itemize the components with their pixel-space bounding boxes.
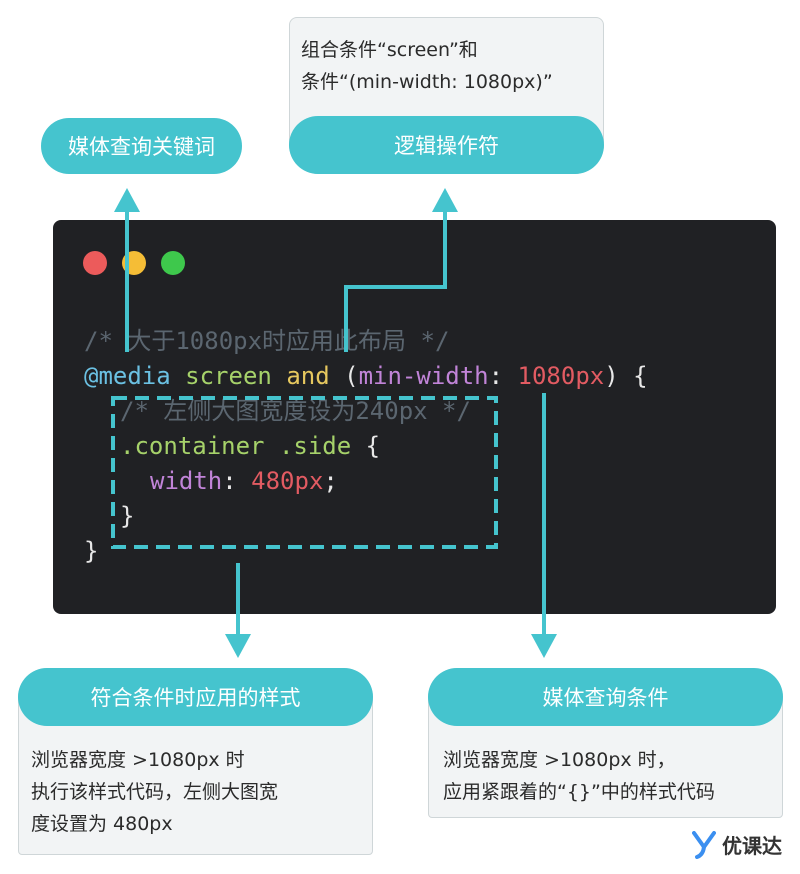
code-media-line: @media screen and (min-width: 1080px) { <box>84 359 648 394</box>
code-width-line: width: 480px; <box>150 464 338 499</box>
code-selector: .container .side <box>120 432 352 460</box>
code-block: /* 大于1080px时应用此布局 */ @media screen and (… <box>53 220 776 614</box>
style-note-line3: 度设置为 480px <box>31 813 173 835</box>
code-brace-open: { <box>365 432 381 460</box>
operator-card-text: 组合条件“screen”和 条件“(min-width: 1080px)” <box>301 34 553 98</box>
window-maximize-dot <box>161 251 185 275</box>
code-paren-close-brace: ) { <box>604 362 648 390</box>
label-media-keyword-text: 媒体查询关键词 <box>68 135 215 159</box>
brand-y-icon <box>692 830 716 859</box>
code-value-1080: 1080px <box>517 362 605 390</box>
operator-note-line1: 组合条件“screen”和 <box>301 39 478 61</box>
label-logic-operator: 逻辑操作符 <box>289 116 604 174</box>
code-min-width: min-width <box>358 362 489 390</box>
window-close-dot <box>83 251 107 275</box>
label-media-condition: 媒体查询条件 <box>428 668 783 726</box>
arrow-to-media-condition <box>531 393 557 658</box>
condition-card-text: 浏览器宽度 >1080px 时， 应用紧跟着的“{}”中的样式代码 <box>443 744 715 808</box>
arrow-to-logic-operator <box>344 188 458 352</box>
code-value-480: 480px <box>251 467 324 495</box>
code-brace-close-outer: } <box>84 537 99 565</box>
label-style-applied: 符合条件时应用的样式 <box>18 668 373 726</box>
code-prop-width: width <box>150 467 223 495</box>
style-note-line2: 执行该样式代码，左侧大图宽 <box>31 781 279 803</box>
label-style-applied-text: 符合条件时应用的样式 <box>90 686 301 710</box>
label-media-condition-text: 媒体查询条件 <box>542 686 669 710</box>
code-colon-2: : <box>222 467 237 495</box>
operator-note-line2: 条件“(min-width: 1080px)” <box>301 71 553 93</box>
style-block-dashed-box <box>111 396 498 549</box>
brand-name: 优课达 <box>722 834 782 858</box>
code-comment-1: /* 大于1080px时应用此布局 */ <box>84 327 450 355</box>
code-selector-line: .container .side { <box>120 429 380 464</box>
condition-note-line1: 浏览器宽度 >1080px 时， <box>443 749 676 771</box>
brand-logo: 优课达 <box>692 830 782 859</box>
code-paren-open: ( <box>344 362 359 390</box>
code-semicolon: ; <box>323 467 338 495</box>
style-note-line1: 浏览器宽度 >1080px 时 <box>31 749 245 771</box>
code-at-media: @media <box>84 362 171 390</box>
arrow-to-style-label <box>225 563 251 658</box>
style-card-text: 浏览器宽度 >1080px 时 执行该样式代码，左侧大图宽 度设置为 480px <box>31 744 278 840</box>
code-screen: screen <box>185 362 272 390</box>
label-logic-operator-text: 逻辑操作符 <box>394 134 499 158</box>
code-brace-close-inner: } <box>120 502 135 530</box>
code-colon-1: : <box>488 362 504 390</box>
arrow-to-media-keyword <box>114 188 140 352</box>
label-media-keyword: 媒体查询关键词 <box>41 118 242 174</box>
code-comment-2: /* 左侧大图宽度设为240px */ <box>120 397 471 425</box>
code-and: and <box>286 362 330 390</box>
condition-note-line2: 应用紧跟着的“{}”中的样式代码 <box>443 781 715 803</box>
